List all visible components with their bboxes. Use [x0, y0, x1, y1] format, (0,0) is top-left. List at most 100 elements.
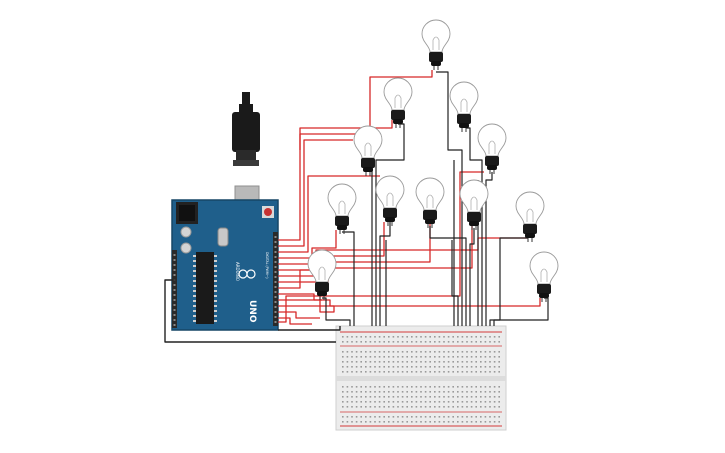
breadboard-hole [383, 406, 385, 408]
breadboard-hole [374, 416, 376, 418]
chip-pin [193, 305, 196, 307]
light-bulb-icon[interactable] [421, 19, 451, 70]
breadboard-hole [461, 416, 464, 418]
breadboard-hole [424, 341, 427, 343]
atmega-chip [196, 252, 214, 324]
breadboard-hole [480, 396, 482, 398]
breadboard-hole [401, 356, 404, 358]
light-bulb-icon[interactable] [383, 77, 413, 128]
breadboard-hole [480, 401, 482, 403]
breadboard-hole [447, 406, 450, 408]
header-pin [274, 236, 277, 238]
breadboard-hole [346, 366, 349, 368]
breadboard-hole [342, 401, 344, 403]
bulb-socket [361, 158, 375, 168]
breadboard-hole [461, 386, 464, 388]
light-bulb-icon[interactable] [353, 125, 383, 176]
breadboard-hole [374, 366, 376, 368]
breadboard-hole [392, 416, 395, 418]
breadboard-hole [489, 356, 491, 358]
breadboard[interactable] [335, 325, 507, 431]
header-pin [274, 281, 277, 283]
breadboard-hole [346, 421, 349, 423]
breadboard-hole [452, 366, 454, 368]
breadboard-hole [369, 336, 372, 338]
bulb-socket-base [337, 225, 347, 230]
breadboard-hole [342, 356, 344, 358]
light-bulb-icon[interactable] [459, 179, 489, 230]
breadboard-hole [424, 356, 427, 358]
header-pin [274, 266, 277, 268]
breadboard-hole [498, 421, 500, 423]
breadboard-hole [392, 401, 395, 403]
breadboard-hole [466, 396, 468, 398]
breadboard-hole [475, 371, 477, 373]
light-bulb-icon[interactable] [477, 123, 507, 174]
breadboard-hole [388, 386, 390, 388]
breadboard-hole [397, 361, 399, 363]
signal-wire [278, 298, 541, 307]
breadboard-hole [466, 371, 468, 373]
breadboard-hole [378, 351, 381, 353]
bulb-glass [421, 19, 451, 53]
breadboard-hole [383, 396, 385, 398]
breadboard-hole [392, 351, 395, 353]
breadboard-hole [397, 421, 399, 423]
breadboard-hole [470, 371, 473, 373]
bulb-filament [488, 140, 496, 154]
header-pin [274, 246, 277, 248]
arduino-uno[interactable]: UNO ARDUINO DIGITAL (PWM~) [171, 92, 279, 331]
breadboard-hole [424, 371, 427, 373]
breadboard-hole [438, 351, 441, 353]
breadboard-hole [415, 361, 418, 363]
light-bulb-icon[interactable] [529, 251, 559, 302]
breadboard-hole [443, 391, 445, 393]
breadboard-hole [351, 391, 353, 393]
light-bulb-icon[interactable] [515, 191, 545, 242]
breadboard-hole [392, 421, 395, 423]
breadboard-hole [489, 341, 491, 343]
breadboard-hole [374, 351, 376, 353]
chip-pins [193, 255, 217, 322]
header-pin [173, 254, 176, 256]
breadboard-hole [489, 391, 491, 393]
breadboard-hole [355, 351, 358, 353]
breadboard-hole [438, 386, 441, 388]
breadboard-hole [411, 336, 413, 338]
breadboard-hole [411, 416, 413, 418]
light-bulb-icon[interactable] [327, 183, 357, 234]
light-bulb-icon[interactable] [307, 249, 337, 300]
breadboard-hole [401, 396, 404, 398]
breadboard-hole [392, 341, 395, 343]
breadboard-hole [489, 371, 491, 373]
breadboard-hole [360, 366, 362, 368]
light-bulb-icon[interactable] [415, 177, 445, 228]
chip-pin [214, 290, 217, 292]
light-bulb-icon[interactable] [449, 81, 479, 132]
breadboard-hole [369, 366, 372, 368]
breadboard-hole [374, 336, 376, 338]
breadboard-hole [355, 356, 358, 358]
breadboard-hole [493, 361, 496, 363]
header-pins [173, 236, 277, 326]
breadboard-hole [351, 336, 353, 338]
bulb-glass [459, 179, 489, 213]
breadboard-hole [406, 341, 408, 343]
breadboard-hole [484, 371, 487, 373]
breadboard-hole [457, 356, 459, 358]
bulb-glass [477, 123, 507, 157]
breadboard-hole [388, 336, 390, 338]
breadboard-hole [360, 361, 362, 363]
breadboard-hole [360, 406, 362, 408]
breadboard-hole [411, 366, 413, 368]
signal-wire [299, 70, 433, 150]
bulb-socket [383, 208, 397, 218]
breadboard-hole [443, 386, 445, 388]
breadboard-hole [369, 396, 372, 398]
chip-pin [193, 270, 196, 272]
breadboard-hole [475, 391, 477, 393]
light-bulb-icon[interactable] [375, 175, 405, 226]
header-pin [274, 311, 277, 313]
breadboard-hole [475, 361, 477, 363]
